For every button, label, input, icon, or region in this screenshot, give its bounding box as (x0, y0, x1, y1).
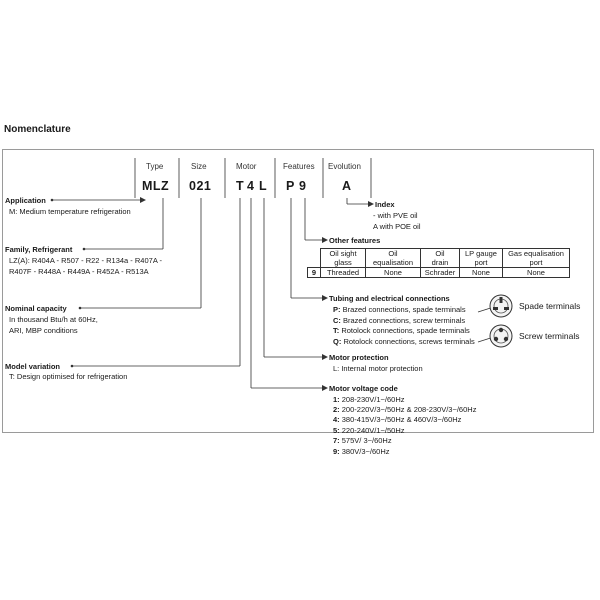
header-features: Features (283, 162, 315, 171)
header-type: Type (146, 162, 164, 171)
code-feature-tubing: P (286, 179, 295, 193)
table-cell: Threaded (320, 267, 366, 278)
application-desc: M: Medium temperature refrigeration (9, 207, 131, 216)
tubing-item: C: Brazed connections, screw terminals (333, 316, 466, 325)
code-motor-variation: T (236, 179, 245, 193)
family-title: Family, Refrigerant (5, 245, 73, 254)
spade-terminal-icon (489, 294, 513, 318)
code-motor-protection: L (259, 179, 268, 193)
table-cell: None (502, 267, 570, 278)
header-evolution: Evolution (328, 162, 361, 171)
capacity-line-2: ARI, MBP conditions (9, 326, 78, 335)
voltage-item: 2: 200-220V/3~/50Hz & 208-230V/3~/60Hz (333, 405, 477, 414)
code-size: 021 (189, 179, 212, 193)
screw-terminal-icon (489, 324, 513, 348)
tubing-title: Tubing and electrical connections (329, 294, 450, 303)
application-title: Application (5, 196, 46, 205)
other-features-title: Other features (329, 236, 381, 245)
diagram-frame (2, 149, 594, 433)
index-title: Index (375, 200, 395, 209)
voltage-item: 1: 208-230V/1~/60Hz (333, 395, 405, 404)
voltage-item: 4: 380-415V/3~/50Hz & 460V/3~/60Hz (333, 415, 462, 424)
motor-voltage-title: Motor voltage code (329, 384, 398, 393)
table-row: 9 Threaded None Schrader None None (307, 267, 570, 278)
table-cell: Schrader (420, 267, 460, 278)
capacity-title: Nominal capacity (5, 304, 67, 313)
header-motor: Motor (236, 162, 257, 171)
tubing-item: Q: Rotolock connections, screws terminal… (333, 337, 475, 346)
table-row-code: 9 (307, 267, 321, 278)
table-cell: None (365, 267, 421, 278)
motor-protection-title: Motor protection (329, 353, 389, 362)
code-feature-other: 9 (299, 179, 307, 193)
table-cell: None (459, 267, 503, 278)
page-title: Nomenclature (4, 124, 71, 135)
index-line-1: - with PVE oil (373, 211, 418, 220)
header-size: Size (191, 162, 207, 171)
family-line-2: R407F - R448A - R449A - R452A - R513A (9, 267, 149, 276)
tubing-item: P: Brazed connections, spade terminals (333, 305, 466, 314)
screw-terminals-label: Screw terminals (519, 331, 580, 341)
spade-terminals-label: Spade terminals (519, 301, 581, 311)
voltage-item: 9: 380V/3~/60Hz (333, 447, 390, 456)
code-type: MLZ (142, 179, 170, 193)
code-motor-voltage: 4 (247, 179, 255, 193)
tubing-item: T: Rotolock connections, spade terminals (333, 326, 470, 335)
voltage-item: 7: 575V/ 3~/60Hz (333, 436, 392, 445)
motor-protection-desc: L: Internal motor protection (333, 364, 423, 373)
model-variation-desc: T: Design optimised for refrigeration (9, 372, 128, 381)
family-line-1: LZ(A): R404A - R507 - R22 - R134a - R407… (9, 256, 162, 265)
voltage-item: 5: 220-240V/1~/50Hz (333, 426, 405, 435)
code-evolution: A (342, 179, 352, 193)
capacity-line-1: In thousand Btu/h at 60Hz, (9, 315, 98, 324)
index-line-2: A with POE oil (373, 222, 421, 231)
model-variation-title: Model variation (5, 362, 61, 371)
